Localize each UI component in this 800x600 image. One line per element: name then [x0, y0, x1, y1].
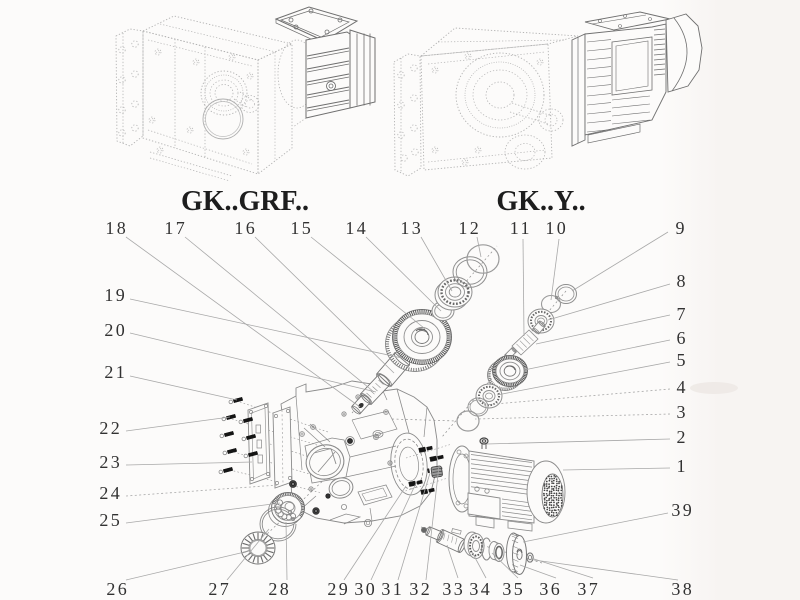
svg-text:15: 15: [290, 218, 313, 238]
svg-text:39: 39: [671, 500, 694, 520]
svg-text:GK..Y..: GK..Y..: [496, 186, 585, 217]
svg-text:34: 34: [469, 579, 492, 599]
svg-text:36: 36: [539, 579, 562, 599]
svg-text:23: 23: [99, 452, 122, 472]
svg-text:8: 8: [677, 271, 686, 291]
svg-text:13: 13: [400, 218, 423, 238]
svg-text:28: 28: [268, 579, 291, 599]
svg-text:38: 38: [671, 579, 694, 599]
svg-text:18: 18: [105, 218, 128, 238]
svg-text:26: 26: [106, 579, 129, 599]
svg-text:3: 3: [677, 402, 686, 422]
svg-text:10: 10: [545, 218, 568, 238]
svg-text:7: 7: [677, 304, 686, 324]
svg-text:5: 5: [677, 350, 686, 370]
svg-text:14: 14: [345, 218, 368, 238]
svg-text:12: 12: [458, 218, 481, 238]
svg-text:21: 21: [104, 362, 127, 382]
svg-text:35: 35: [502, 579, 525, 599]
svg-text:30: 30: [354, 579, 377, 599]
svg-text:19: 19: [104, 285, 127, 305]
svg-text:20: 20: [104, 320, 127, 340]
svg-text:22: 22: [99, 418, 122, 438]
svg-text:11: 11: [510, 218, 532, 238]
svg-text:33: 33: [442, 579, 465, 599]
svg-text:6: 6: [677, 328, 686, 348]
svg-text:24: 24: [99, 483, 122, 503]
svg-text:4: 4: [677, 377, 686, 397]
svg-text:29: 29: [327, 579, 350, 599]
svg-text:17: 17: [164, 218, 187, 238]
svg-text:9: 9: [676, 218, 685, 238]
svg-text:GK..GRF..: GK..GRF..: [181, 186, 309, 217]
svg-text:16: 16: [234, 218, 257, 238]
svg-text:32: 32: [409, 579, 432, 599]
svg-text:37: 37: [577, 579, 600, 599]
svg-text:25: 25: [99, 510, 122, 530]
svg-text:31: 31: [381, 579, 404, 599]
svg-text:2: 2: [677, 427, 686, 447]
svg-text:1: 1: [677, 456, 686, 476]
svg-text:27: 27: [208, 579, 231, 599]
